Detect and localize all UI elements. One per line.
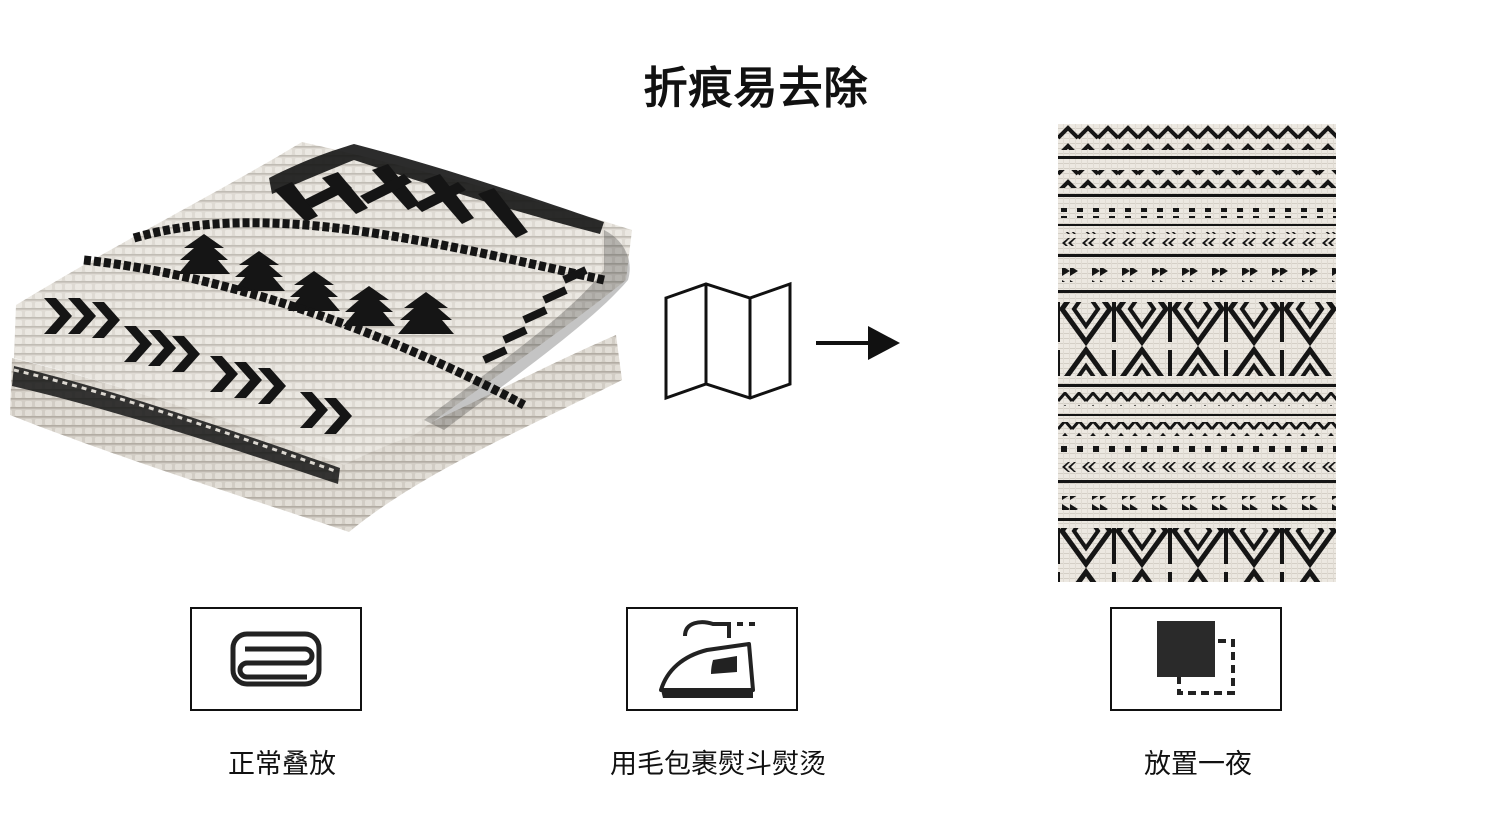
step-2-icon-box bbox=[626, 607, 798, 711]
folded-layers-icon bbox=[230, 631, 322, 687]
step-2-label: 用毛包裹熨斗熨烫 bbox=[610, 749, 826, 780]
folded-blanket-image bbox=[10, 142, 632, 532]
steam-iron-icon bbox=[659, 620, 755, 698]
folded-map-icon bbox=[664, 281, 792, 401]
step-3-label: 放置一夜 bbox=[1144, 749, 1252, 780]
flat-blanket-image bbox=[1058, 124, 1336, 582]
page-title: 折痕易去除 bbox=[643, 63, 869, 114]
step-3-icon-box bbox=[1110, 607, 1282, 711]
step-1-label: 正常叠放 bbox=[228, 749, 336, 780]
step-1-icon-box bbox=[190, 607, 362, 711]
flatten-square-icon bbox=[1157, 621, 1235, 695]
right-arrow-icon bbox=[816, 326, 900, 360]
